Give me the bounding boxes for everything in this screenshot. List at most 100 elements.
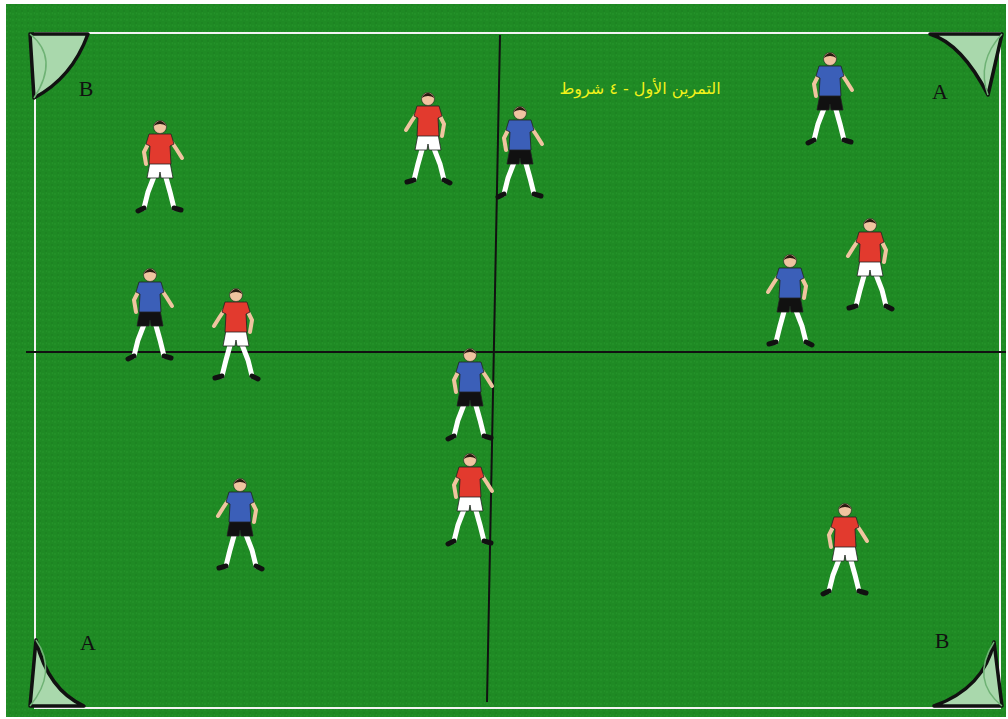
player-hair	[514, 107, 527, 112]
player-head	[464, 349, 477, 362]
player-shirt	[226, 492, 254, 522]
player-leg	[814, 106, 825, 140]
player-leg	[504, 160, 515, 194]
player-head	[464, 454, 477, 467]
player-leg	[856, 272, 865, 306]
player-boot	[534, 194, 541, 196]
goal-label: A	[932, 79, 948, 105]
player-shirt	[414, 106, 442, 136]
player-leg	[875, 272, 886, 306]
corner-goal	[30, 640, 84, 706]
drill-title: التمرين الأول - ٤ شروط	[559, 79, 720, 98]
player-boot	[256, 566, 262, 569]
goal-label: B	[79, 76, 94, 102]
pitch-boundary	[35, 33, 1000, 708]
player-boot	[448, 436, 454, 439]
player-boot	[252, 376, 258, 379]
player-hair	[144, 269, 157, 274]
player-leg	[795, 308, 806, 342]
grass	[6, 4, 1006, 717]
player-shirt	[816, 66, 844, 96]
corner-goals	[30, 34, 1002, 706]
player-shirt	[831, 517, 859, 547]
player-boot	[823, 591, 829, 594]
player-hair	[824, 53, 837, 58]
player-boot	[128, 356, 134, 359]
player-boot	[164, 356, 171, 358]
player-leg	[414, 146, 423, 180]
player-leg	[454, 402, 465, 436]
player-hair	[784, 255, 797, 260]
player-boot	[769, 342, 776, 344]
player-shirt	[506, 120, 534, 150]
player-hair	[839, 504, 852, 509]
player-leg	[776, 308, 785, 342]
player-leg	[475, 402, 484, 436]
goal-net	[984, 642, 1002, 706]
player-head	[154, 121, 167, 134]
player-hair	[864, 219, 877, 224]
player-head	[234, 479, 247, 492]
player-head	[784, 255, 797, 268]
player-figure	[218, 479, 262, 570]
player-figure	[214, 289, 258, 380]
player-shorts	[227, 520, 253, 536]
player-boot	[859, 591, 866, 593]
player-boot	[498, 194, 504, 197]
player-hair	[234, 479, 247, 484]
player-boot	[407, 180, 414, 182]
goal-net	[984, 34, 1002, 95]
player-leg	[155, 322, 164, 356]
player-figure	[848, 219, 892, 310]
player-figure	[498, 107, 542, 198]
player-boot	[808, 140, 814, 143]
player-head	[422, 93, 435, 106]
goal-label: B	[935, 628, 950, 654]
player-boot	[844, 140, 851, 142]
player-leg	[433, 146, 444, 180]
player-figure	[448, 454, 492, 545]
player-hair	[464, 454, 477, 459]
player-leg	[165, 174, 174, 208]
player-boot	[174, 208, 181, 210]
player-boot	[215, 376, 222, 378]
player-shirt	[776, 268, 804, 298]
player-leg	[134, 322, 145, 356]
player-head	[230, 289, 243, 302]
player-hair	[230, 289, 243, 294]
goal-label: A	[80, 630, 96, 656]
goal-net	[30, 640, 46, 706]
player-figure	[448, 349, 492, 440]
player-leg	[454, 507, 465, 541]
player-leg	[475, 507, 484, 541]
player-boot	[138, 208, 144, 211]
player-figure	[808, 53, 852, 144]
player-figure	[768, 255, 812, 346]
player-leg	[835, 106, 844, 140]
player-figure	[406, 93, 450, 184]
player-shorts	[832, 545, 858, 561]
players	[128, 53, 892, 595]
player-head	[839, 504, 852, 517]
player-figure	[138, 121, 182, 212]
goal-net	[30, 34, 46, 98]
player-leg	[850, 557, 859, 591]
player-boot	[484, 541, 491, 543]
player-leg	[222, 342, 231, 376]
player-shirt	[456, 362, 484, 392]
player-boot	[444, 180, 450, 183]
player-boot	[484, 436, 491, 438]
player-figure	[128, 269, 172, 360]
player-shirt	[222, 302, 250, 332]
player-hair	[154, 121, 167, 126]
player-head	[864, 219, 877, 232]
player-leg	[525, 160, 534, 194]
player-leg	[226, 532, 235, 566]
player-boot	[219, 566, 226, 568]
player-head	[144, 269, 157, 282]
player-shirt	[856, 232, 884, 262]
player-shirt	[136, 282, 164, 312]
divider-line	[487, 35, 500, 702]
